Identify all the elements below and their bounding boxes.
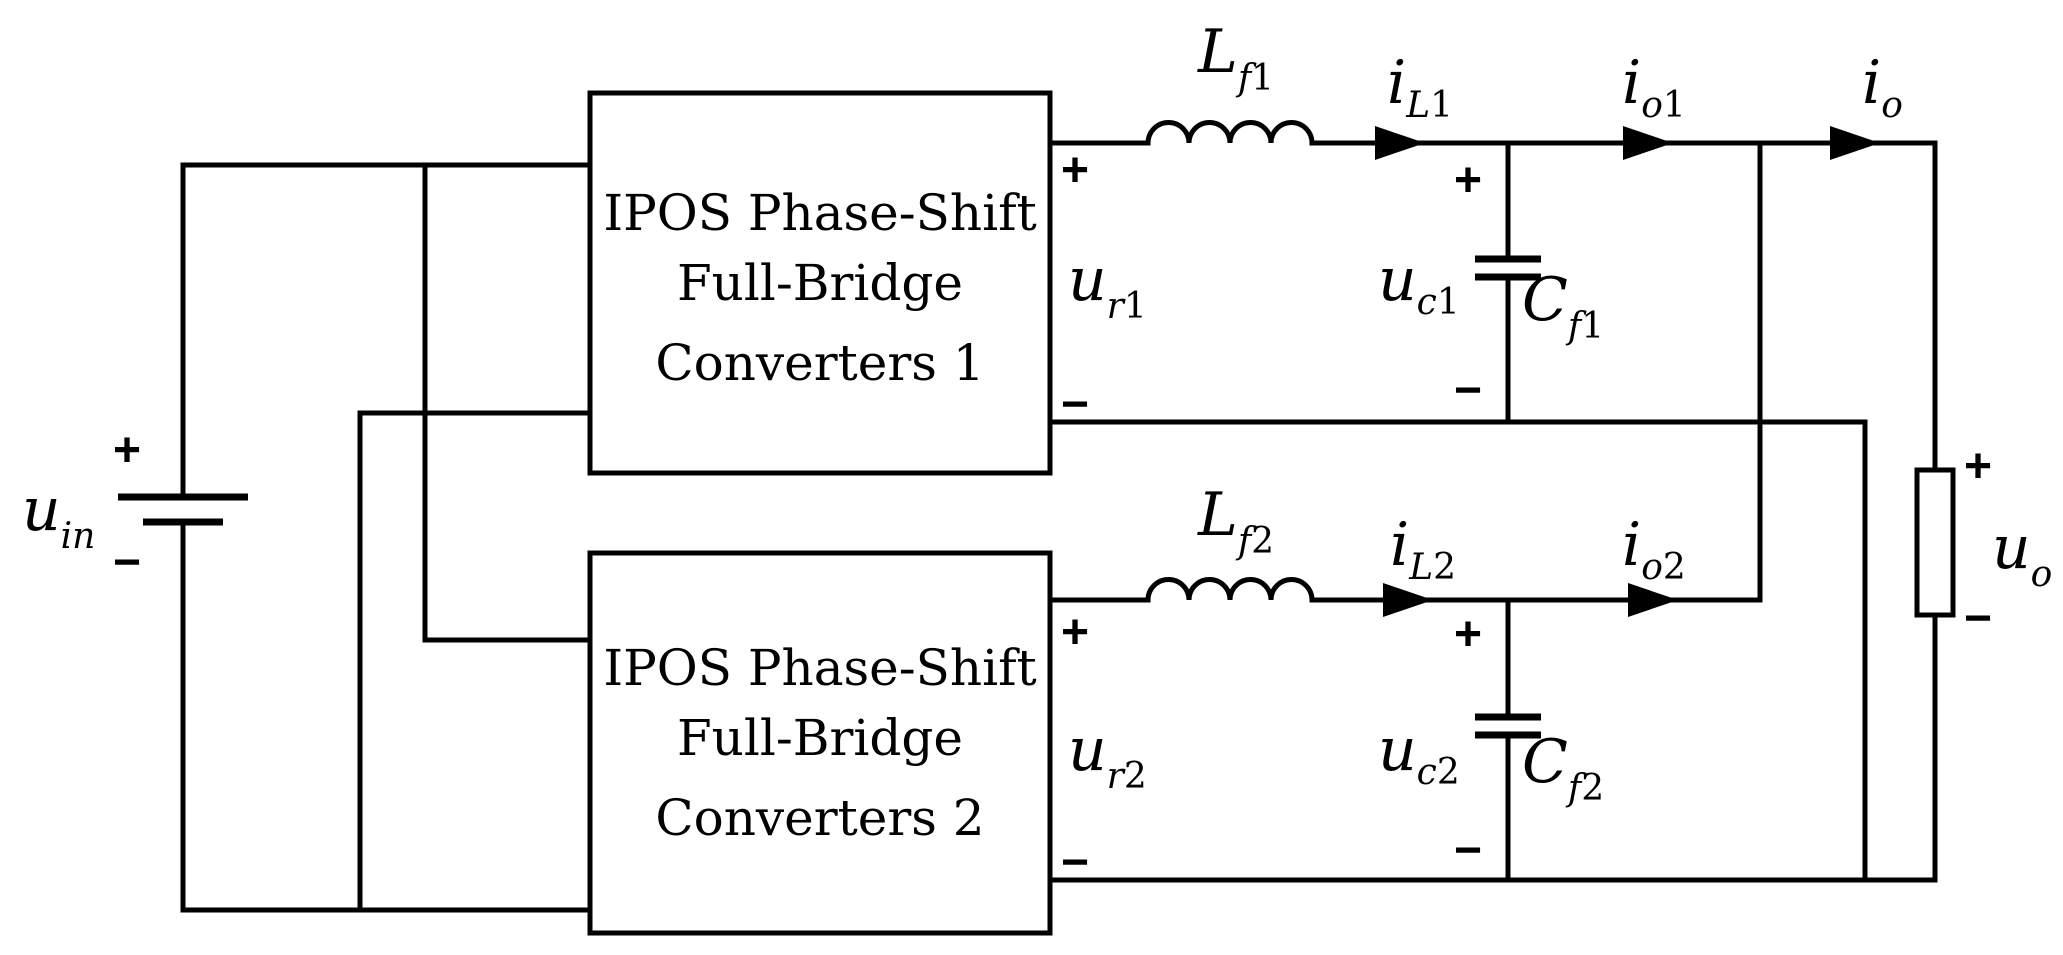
sign-uin-minus: − — [113, 536, 141, 589]
dc-source — [118, 493, 248, 526]
sign-uo-minus: − — [1964, 592, 1992, 645]
input-wiring — [180, 162, 593, 913]
converter-2-line-3: Converters 2 — [655, 789, 984, 847]
converter-1-line-2: Full-Bridge — [677, 254, 963, 312]
sign-ur2-plus: + — [1061, 606, 1089, 659]
label-uo: uo — [1992, 513, 2052, 595]
polarity-signs: + − + − + − + − + − + − — [113, 144, 1992, 889]
label-ur1: ur1 — [1068, 245, 1147, 327]
arrow-io2-icon — [1628, 583, 1678, 617]
arrow-il2-icon — [1383, 583, 1433, 617]
arrow-il1-icon — [1375, 126, 1425, 160]
converter-2-box: IPOS Phase-Shift Full-Bridge Converters … — [587, 550, 1053, 936]
label-lf2: Lf2 — [1197, 480, 1274, 562]
label-il2: iL2 — [1390, 510, 1456, 588]
inductor-lf1-icon — [1145, 120, 1315, 144]
label-io2: io2 — [1622, 510, 1686, 588]
label-cf2: Cf2 — [1522, 727, 1604, 809]
converter-2-line-1: IPOS Phase-Shift — [603, 639, 1036, 697]
sign-uin-plus: + — [113, 424, 141, 477]
converter-1-box: IPOS Phase-Shift Full-Bridge Converters … — [587, 90, 1053, 476]
inductor-lf2-icon — [1145, 577, 1315, 601]
arrow-io-icon — [1830, 126, 1880, 160]
label-io1: io1 — [1622, 48, 1686, 126]
label-lf1: Lf1 — [1197, 17, 1274, 99]
label-io: io — [1862, 48, 1903, 126]
sign-uc1-minus: − — [1454, 364, 1482, 417]
label-ur2: ur2 — [1068, 715, 1147, 797]
label-uc2: uc2 — [1378, 715, 1460, 793]
capacitor-cf2-icon — [1475, 713, 1541, 739]
label-il1: iL1 — [1387, 48, 1453, 126]
sign-uc2-minus: − — [1454, 824, 1482, 877]
arrow-io1-icon — [1623, 126, 1673, 160]
load-resistor-icon — [1914, 467, 1956, 618]
converter-2-line-2: Full-Bridge — [677, 709, 963, 767]
label-uin: uin — [22, 475, 95, 557]
label-uc1: uc1 — [1378, 245, 1460, 323]
sign-uc1-plus: + — [1454, 154, 1482, 207]
sign-uo-plus: + — [1964, 440, 1992, 493]
output-wiring — [1047, 140, 1938, 883]
converter-1-line-1: IPOS Phase-Shift — [603, 184, 1036, 242]
sign-ur1-plus: + — [1061, 144, 1089, 197]
capacitor-cf1-icon — [1475, 255, 1541, 281]
sign-uc2-plus: + — [1454, 608, 1482, 661]
sign-ur2-minus: − — [1061, 836, 1089, 889]
label-cf1: Cf1 — [1522, 265, 1604, 347]
converter-1-line-3: Converters 1 — [655, 334, 984, 392]
sign-ur1-minus: − — [1061, 378, 1089, 431]
